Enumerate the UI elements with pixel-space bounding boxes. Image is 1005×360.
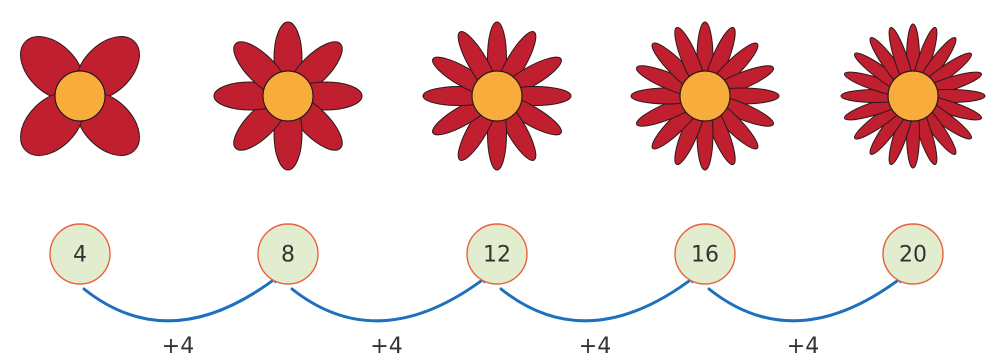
count-node: 8 [257,223,319,285]
flower-12-petals [422,21,572,171]
flower-4-petals [20,36,140,156]
step-arrow [707,273,907,323]
count-circle [49,223,111,285]
flower-center [262,70,314,122]
count-label: 12 [483,243,511,268]
step-label: +4 [579,334,611,359]
step-arrow [290,273,491,323]
count-node: 12 [466,223,528,285]
count-label: 20 [899,243,927,268]
count-label: 16 [691,243,719,268]
count-node: 16 [674,223,736,285]
flower-8-petals [213,21,363,171]
step-label: +4 [787,334,819,359]
flower-center [471,70,523,122]
step-arrow [82,273,282,323]
flower-center [679,70,731,122]
count-label: 4 [73,243,87,268]
count-node: 4 [49,223,111,285]
count-circle [674,223,736,285]
flower-center [887,70,939,122]
flower-20-petals [840,23,986,169]
count-circle [466,223,528,285]
count-circle [257,223,319,285]
count-circle [882,223,944,285]
step-label: +4 [162,334,194,359]
step-arrow [499,273,699,323]
flower-16-petals [630,21,780,171]
count-label: 8 [281,243,295,268]
count-node: 20 [882,223,944,285]
step-label: +4 [370,334,402,359]
flower-center [54,70,106,122]
